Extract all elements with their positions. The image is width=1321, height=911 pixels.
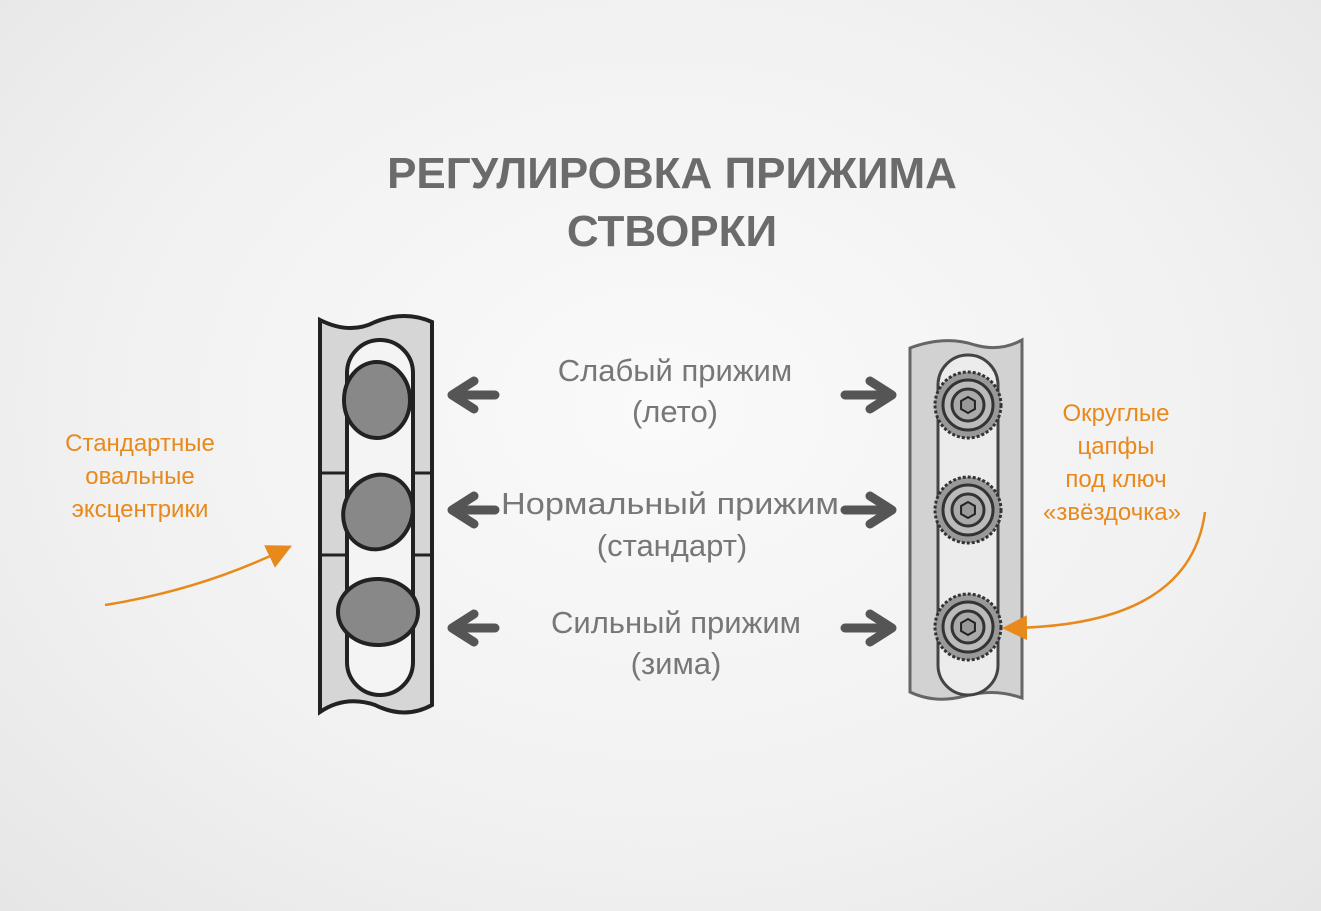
trunnion-1 bbox=[933, 475, 1003, 545]
title-line-1: РЕГУЛИРОВКА ПРИЖИМА bbox=[387, 149, 957, 198]
level-normal-name: Нормальный прижим bbox=[501, 486, 839, 521]
arrow-right-icon bbox=[840, 376, 897, 414]
cam-strong bbox=[336, 577, 420, 647]
arrow-left-icon bbox=[447, 491, 500, 529]
arrow-right-icon bbox=[840, 609, 897, 647]
cam-weak bbox=[342, 360, 412, 440]
right-note-arrow bbox=[1002, 511, 1207, 641]
level-weak-season: (лето) bbox=[632, 394, 718, 429]
left-note-line-1: Стандартные bbox=[65, 430, 215, 457]
hex-socket-icon bbox=[960, 395, 976, 415]
right-note-line-4: «звёздочка» bbox=[1043, 499, 1181, 526]
level-weak-name: Слабый прижим bbox=[558, 353, 792, 388]
right-note-line-1: Округлые bbox=[1062, 400, 1169, 427]
hex-socket-icon bbox=[960, 500, 976, 520]
trunnion-2 bbox=[933, 592, 1003, 662]
left-note-arrow bbox=[104, 545, 293, 607]
round-trunnion-strip bbox=[908, 337, 1024, 701]
right-note-line-2: цапфы bbox=[1077, 433, 1154, 460]
oval-cam-strip bbox=[318, 314, 434, 716]
level-normal-season: (стандарт) bbox=[597, 528, 747, 563]
cam-normal bbox=[341, 472, 415, 552]
trunnion-0 bbox=[933, 370, 1003, 440]
left-note-line-2: овальные bbox=[85, 463, 195, 490]
arrow-right-icon bbox=[840, 491, 897, 529]
left-note-line-3: эксцентрики bbox=[72, 496, 209, 523]
arrow-left-icon bbox=[447, 609, 500, 647]
arrow-left-icon bbox=[447, 376, 500, 414]
hex-socket-icon bbox=[960, 617, 976, 637]
level-strong-name: Сильный прижим bbox=[551, 605, 801, 640]
title-line-2: СТВОРКИ bbox=[567, 207, 777, 256]
arrows bbox=[447, 376, 897, 647]
level-strong-season: (зима) bbox=[631, 646, 722, 681]
right-note-line-3: под ключ bbox=[1065, 466, 1166, 493]
